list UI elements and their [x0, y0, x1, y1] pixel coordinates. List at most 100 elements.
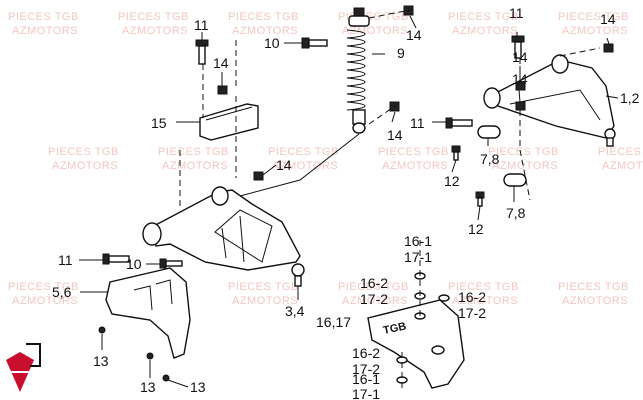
watermark-text-line1: PIECES TGB [228, 11, 299, 23]
watermark-text-line1: PIECES TGB [558, 11, 629, 23]
callout-16-2-a: 16-2 [360, 275, 388, 291]
watermark-text-line2: AZMOTORS [162, 160, 228, 172]
watermark-text-line2: AZMOTORS [562, 295, 628, 307]
leader-shock-to-arm [239, 133, 360, 197]
nut-14-right-a [603, 43, 614, 53]
watermark-text-line1: PIECES TGB [268, 146, 339, 158]
callout-14-mid-left: 14 [276, 157, 292, 173]
bushing-7-8-a [477, 125, 501, 139]
callout-13-b: 13 [140, 379, 156, 395]
watermark-text-line2: AZMOTORS [382, 160, 448, 172]
assembly-line-shock [368, 9, 411, 125]
callout-17-2-a: 17-2 [360, 291, 388, 307]
watermark-text-line1: PIECES TGB [558, 281, 629, 293]
screw-13-c [162, 374, 170, 382]
watermark-text-line1: PIECES TGB [448, 281, 519, 293]
watermark-text-line2: AZMOTORS [452, 295, 518, 307]
callout-17-1-b: 17-1 [352, 386, 380, 400]
watermark-text-line2: AZMOTORS [602, 160, 643, 172]
nut-14-left [217, 85, 228, 95]
callout-16-1-b: 16-1 [352, 371, 380, 387]
bolt-12-b [475, 191, 485, 207]
watermark-text-line2: AZMOTORS [342, 295, 408, 307]
skid-plate-5-6 [105, 267, 191, 359]
callout-11-top-left: 11 [194, 17, 209, 33]
callout-3-4: 3,4 [285, 303, 305, 319]
watermark-text-line1: PIECES TGB [228, 281, 299, 293]
callout-16-2-c: 16-2 [352, 345, 380, 361]
callout-labels: 11 10 9 14 14 15 14 14 11 10 5,6 3,4 13 … [52, 5, 640, 400]
callout-16-17: 16,17 [316, 314, 351, 330]
watermark-text-line2: AZMOTORS [12, 295, 78, 307]
bolt-11-lower-left [102, 253, 130, 265]
leader-lines [79, 15, 619, 388]
callout-10-top: 10 [264, 35, 280, 51]
callout-14-left-top: 14 [213, 55, 229, 71]
bolt-10-top [301, 37, 328, 49]
callout-16-1-a: 16-1 [404, 233, 432, 249]
nut-14-mid-left [253, 171, 264, 181]
callout-12-b: 12 [468, 221, 484, 237]
callout-15: 15 [151, 115, 167, 131]
callout-14-right-c: 14 [512, 71, 528, 87]
watermark-text-line2: AZMOTORS [562, 25, 628, 37]
svg-text:TGB: TGB [382, 320, 407, 337]
callout-7-8-b: 7,8 [506, 205, 526, 221]
watermark-text-line1: PIECES TGB [378, 146, 449, 158]
callout-9: 9 [397, 45, 405, 61]
callout-17-2-b: 17-2 [458, 305, 486, 321]
callout-11-right: 11 [410, 115, 425, 131]
callout-10-lower: 10 [126, 256, 142, 272]
callout-14-shock-top: 14 [406, 27, 422, 43]
callout-11-top-right: 11 [509, 5, 524, 21]
watermark-text-line1: PIECES TGB [338, 281, 409, 293]
watermark-text-line2: AZMOTORS [452, 25, 518, 37]
bolt-11-top-right [511, 35, 525, 59]
bolt-12-a [451, 145, 461, 161]
callout-17-2-c: 17-2 [352, 361, 380, 377]
callout-7-8-a: 7,8 [480, 151, 500, 167]
watermark-text-line1: PIECES TGB [8, 281, 79, 293]
assembly-line-left-a [179, 64, 204, 210]
screw-13-a [98, 326, 106, 334]
bolt-11-top-left [195, 39, 209, 65]
shock-absorber-9 [346, 7, 370, 134]
watermark-text-line2: AZMOTORS [12, 25, 78, 37]
callout-14-right-a: 14 [600, 11, 616, 27]
watermark-text-line2: AZMOTORS [232, 295, 298, 307]
watermark-text-line2: AZMOTORS [52, 160, 118, 172]
callout-13-c: 13 [190, 379, 206, 395]
watermark-text-line1: PIECES TGB [448, 11, 519, 23]
tgb-logo-icon [6, 343, 41, 392]
watermark-text-line2: AZMOTORS [342, 25, 408, 37]
callout-13-a: 13 [93, 353, 109, 369]
watermark-text-line1: PIECES TGB [488, 146, 559, 158]
callout-5-6: 5,6 [52, 284, 72, 300]
washer-16-2-b [438, 294, 450, 302]
watermark-text-line2: AZMOTORS [492, 160, 558, 172]
watermark-text-line1: PIECES TGB [8, 11, 79, 23]
callout-14-right-b: 14 [512, 49, 528, 65]
watermark-text-line1: PIECES TGB [48, 146, 119, 158]
nut-14-right-c [515, 101, 526, 111]
bushing-7-8-b [503, 173, 527, 187]
lower-control-arm-left [142, 186, 305, 287]
skid-guard-16-17: TGB [367, 299, 465, 389]
callout-12-a: 12 [444, 173, 460, 189]
bolt-11-right [445, 117, 473, 129]
bolt-10-lower [159, 258, 183, 269]
watermark-text-line2: AZMOTORS [122, 25, 188, 37]
watermark-text-line1: PIECES TGB [118, 11, 189, 23]
callout-17-1-a: 17-1 [404, 249, 432, 265]
callout-11-lower-left: 11 [58, 252, 73, 268]
upper-control-arm-right [483, 54, 616, 147]
bracket-15 [199, 103, 259, 141]
callout-1-2: 1,2 [620, 90, 640, 106]
screw-13-b [146, 352, 154, 360]
assembly-line-guard [401, 240, 421, 392]
callout-14-shock-bottom: 14 [387, 127, 403, 143]
watermark-text-line1: PIECES TGB [158, 146, 229, 158]
callout-16-2-b: 16-2 [458, 289, 486, 305]
